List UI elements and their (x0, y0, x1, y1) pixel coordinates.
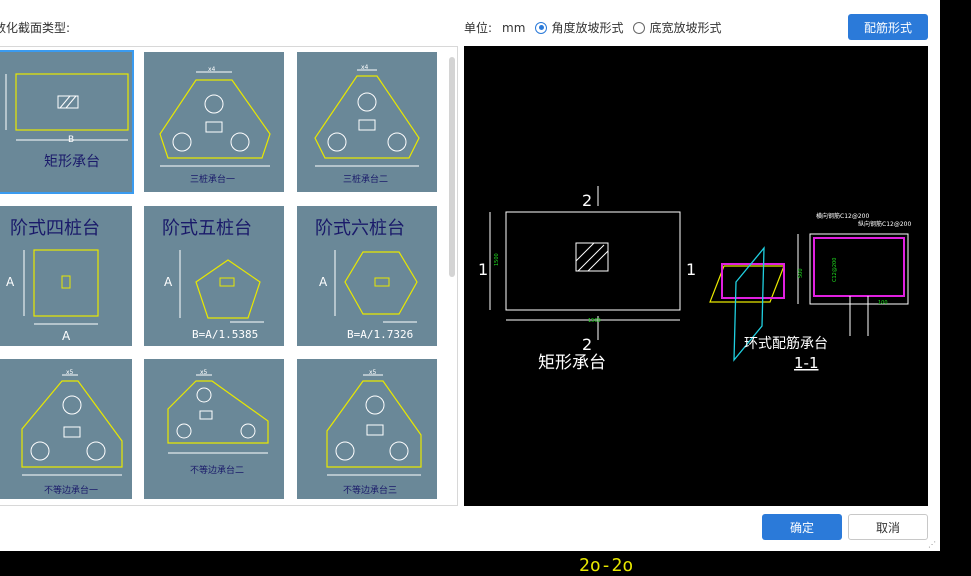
cancel-button[interactable]: 取消 (848, 514, 928, 540)
side-rebar: C12@200 (832, 258, 838, 282)
dim-height: 1500 (494, 253, 500, 266)
rebar-form-button[interactable]: 配筋形式 (848, 14, 928, 40)
unequal-1-drawing: x5 不等边承台一 (21, 369, 123, 496)
three-pile-2-drawing: x4 三桩承台二 (314, 64, 420, 185)
section-mark-bottom: 2 (582, 335, 592, 354)
section-name: 1-1 (794, 354, 819, 372)
formula: B=A/1.7326 (347, 328, 413, 341)
dim-a-left: A (6, 275, 15, 289)
tile-unequal-1[interactable]: x5 不等边承台一 (0, 359, 132, 499)
dim-x4: x4 (208, 66, 216, 73)
section-mark-left: 1 (478, 260, 488, 279)
radio-angle-slope[interactable] (535, 21, 548, 34)
dim-x5: x5 (200, 369, 208, 376)
dim-a-bottom: A (62, 329, 71, 343)
dim-small: 100 (878, 300, 888, 306)
background-cad-text: 2o-2o (579, 555, 634, 576)
stepped-six-drawing: 阶式六桩台 A B=A/1.7326 (315, 218, 418, 341)
unequal-2-drawing: x5 不等边承台二 (167, 369, 269, 476)
plan-title: 矩形承台 (538, 353, 606, 373)
tile-unequal-2[interactable]: x5 不等边承台二 (144, 359, 284, 499)
dim-b-label: B (68, 135, 74, 145)
tile-label: 不等边承台三 (343, 484, 397, 496)
rect-cap-drawing: B 矩形承台 (5, 73, 129, 170)
formula: B=A/1.5385 (192, 328, 258, 341)
unequal-3-drawing: x5 不等边承台三 (326, 369, 422, 496)
tile-unequal-3[interactable]: x5 不等边承台三 (297, 359, 437, 499)
tile-label: 三桩承台二 (343, 173, 388, 185)
three-pile-1-drawing: x4 三桩承台一 (159, 66, 271, 185)
dim-x5: x5 (66, 369, 74, 376)
section-type-label: 数化截面类型: (0, 21, 71, 35)
tile-label: 矩形承台 (44, 154, 100, 170)
unit-value: mm (502, 20, 526, 35)
section-title: 环式配筋承台 (744, 335, 828, 352)
tile-label: 不等边承台一 (44, 484, 98, 496)
radio-width-label[interactable]: 底宽放坡形式 (649, 21, 722, 35)
section-mark-top: 2 (582, 191, 592, 210)
cad-preview: 2 2 1 1 1500 1500 矩形承台 500 100 横向钢筋C12@2… (464, 46, 928, 506)
tile-three-pile-2[interactable]: x4 三桩承台二 (297, 52, 437, 192)
dim-a-left: A (164, 275, 173, 289)
tile-label: 阶式四桩台 (10, 218, 100, 239)
unit-area: 单位: mm 角度放坡形式 底宽放坡形式 (464, 19, 721, 36)
tile-rect-cap[interactable]: B 矩形承台 (0, 50, 134, 194)
tile-stepped-five[interactable]: 阶式五桩台 A B=A/1.5385 (144, 206, 284, 346)
tile-stepped-four[interactable]: 阶式四桩台 A A (0, 206, 132, 346)
tile-label: 阶式五桩台 (162, 218, 252, 239)
rebar-v: 纵向钢筋C12@200 (858, 220, 911, 228)
dim-width: 1500 (588, 318, 601, 324)
radio-width-slope[interactable] (633, 21, 646, 34)
dim-x5: x5 (369, 369, 377, 376)
slope-dialog: 数化截面类型: 单位: mm 角度放坡形式 底宽放坡形式 配筋形式 B 矩形承台 (0, 0, 940, 551)
tile-label: 阶式六桩台 (315, 218, 405, 239)
stepped-five-drawing: 阶式五桩台 A B=A/1.5385 (162, 218, 264, 341)
radio-angle-label[interactable]: 角度放坡形式 (551, 21, 624, 35)
grid-scrollbar[interactable] (449, 57, 455, 277)
tile-label: 三桩承台一 (190, 173, 235, 185)
tile-three-pile-1[interactable]: x4 三桩承台一 (144, 52, 284, 192)
tile-stepped-six[interactable]: 阶式六桩台 A B=A/1.7326 (297, 206, 437, 346)
section-mark-right: 1 (686, 260, 696, 279)
rebar-h: 横向钢筋C12@200 (816, 212, 869, 220)
dim-x4: x4 (361, 64, 369, 71)
tile-label: 不等边承台二 (190, 464, 244, 476)
preview-drawing: 2 2 1 1 1500 1500 矩形承台 500 100 横向钢筋C12@2… (478, 186, 911, 373)
unit-label: 单位: (464, 21, 493, 35)
resize-grip-icon[interactable]: ⋰ (928, 540, 936, 549)
dim-depth: 500 (798, 268, 804, 278)
stepped-four-drawing: 阶式四桩台 A A (6, 218, 100, 343)
ok-button[interactable]: 确定 (762, 514, 842, 540)
dim-a-left: A (319, 275, 328, 289)
